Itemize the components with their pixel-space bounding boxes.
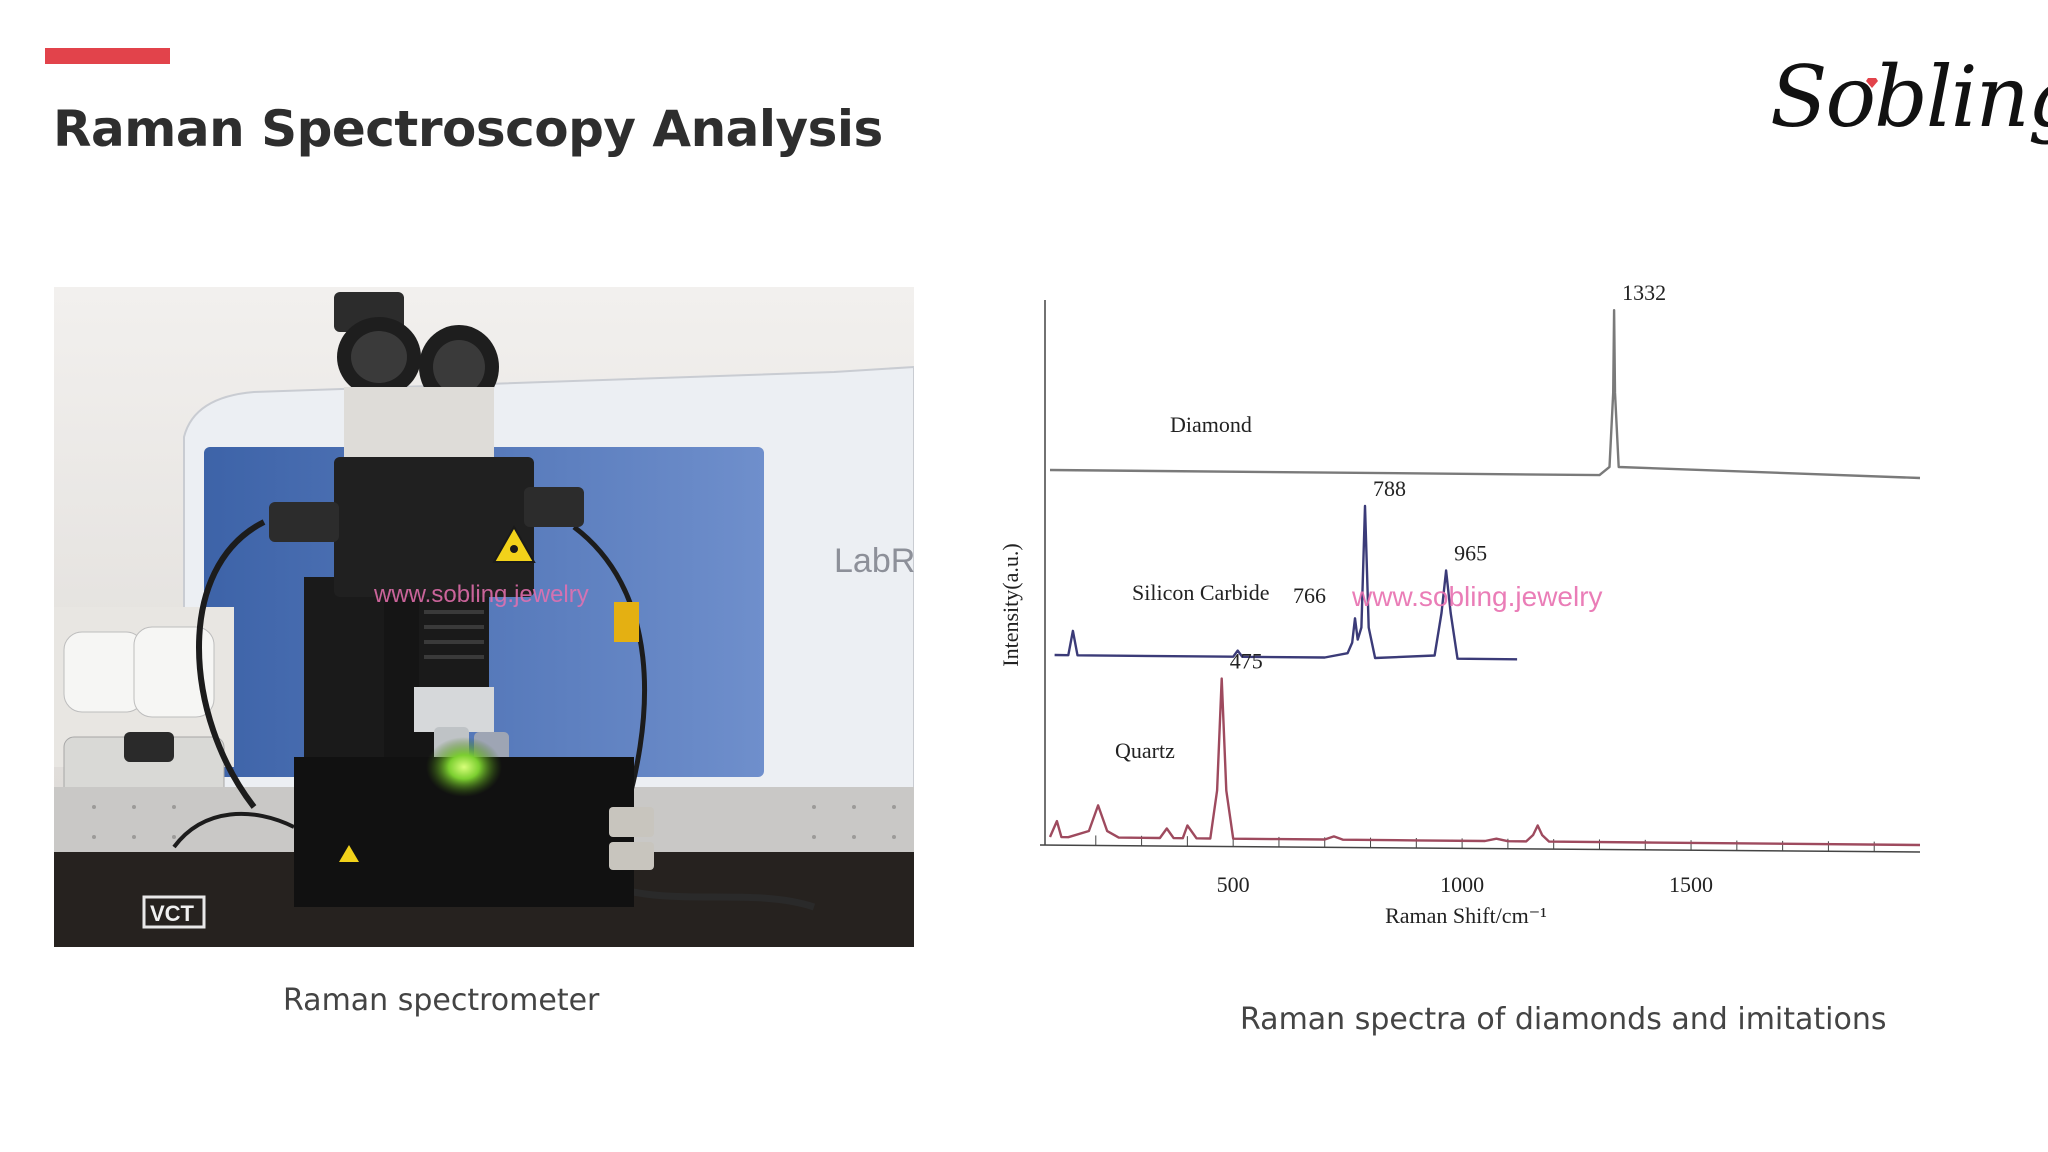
diamond-label: Diamond xyxy=(1170,412,1252,437)
peak-label-475: 475 xyxy=(1230,649,1263,674)
slide-title: Raman Spectroscopy Analysis xyxy=(53,100,883,158)
x-tick-label-500: 500 xyxy=(1217,872,1250,897)
brand-label: LabRA xyxy=(834,542,914,580)
peak-label-965: 965 xyxy=(1454,540,1487,565)
gem-icon xyxy=(1866,78,1878,88)
x-axis-label: Raman Shift/cm⁻¹ xyxy=(1385,903,1547,928)
silicon-carbide-spectrum xyxy=(1054,504,1518,661)
brand-logo: Sobling xyxy=(1770,48,2048,146)
peak-label-788: 788 xyxy=(1373,476,1406,501)
base-label: VCT xyxy=(150,901,195,926)
quartz-label: Quartz xyxy=(1115,738,1175,763)
logo-text: Sobling xyxy=(1770,48,2048,146)
peak-label-1332: 1332 xyxy=(1622,280,1666,305)
raman-spectrometer-photo: LabRA VCT xyxy=(54,287,914,947)
diamond-spectrum xyxy=(1049,309,1921,480)
photo-caption: Raman spectrometer xyxy=(283,983,600,1018)
y-axis-label: Intensity(a.u.) xyxy=(998,543,1023,666)
peak-label-766: 766 xyxy=(1293,583,1326,608)
silicon-carbide-label: Silicon Carbide xyxy=(1132,580,1269,605)
photo-watermark: www.sobling.jewelry xyxy=(373,581,589,608)
x-tick-label-1500: 1500 xyxy=(1669,872,1713,897)
quartz-spectrum xyxy=(1048,677,1921,847)
chart-watermark: www.sobling.jewelry xyxy=(1351,581,1603,612)
accent-bar xyxy=(45,48,170,64)
x-axis xyxy=(1039,844,1921,853)
chart-caption: Raman spectra of diamonds and imitations xyxy=(1240,1002,1887,1037)
x-tick-label-1000: 1000 xyxy=(1440,872,1484,897)
